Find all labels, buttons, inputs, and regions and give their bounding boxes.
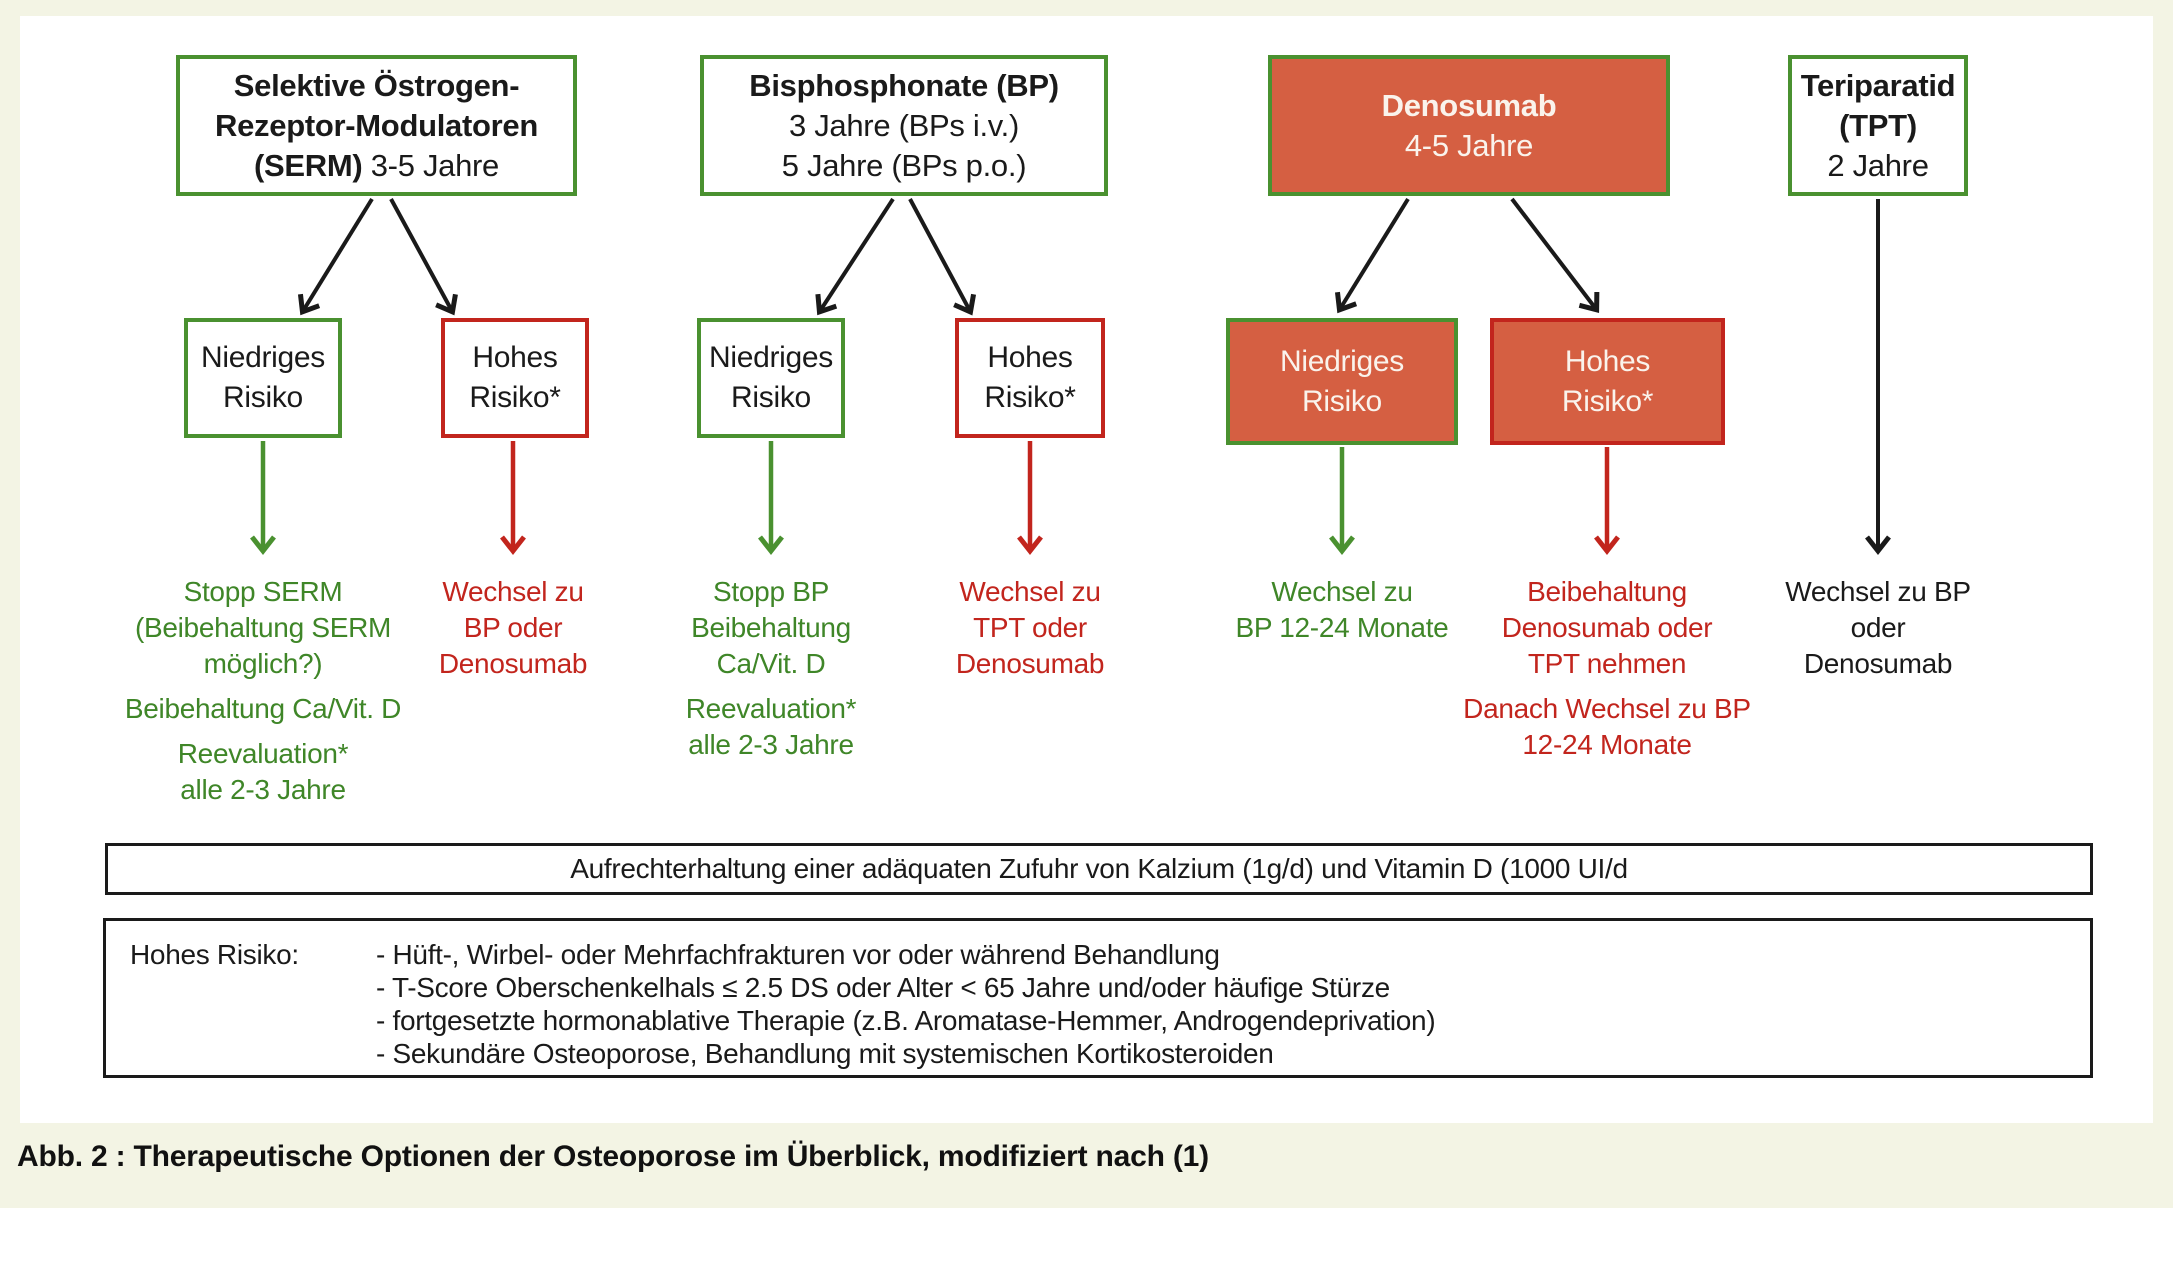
therapy-box-bisphosphonate-line2: 3 Jahre (BPs i.v.) xyxy=(788,107,1020,143)
outcome-paragraph: Wechsel zu BP oder Denosumab xyxy=(383,574,643,682)
outcome-paragraph: Beibehaltung Denosumab oder TPT nehmen xyxy=(1427,574,1787,682)
risk-definition-item: - Hüft-, Wirbel- oder Mehrfachfrakturen … xyxy=(376,939,1220,970)
maintenance-box: Aufrechterhaltung einer adäquaten Zufuhr… xyxy=(105,843,2093,895)
risk-box-denosumab-low: Niedriges Risiko xyxy=(1226,318,1458,445)
therapy-box-denosumab-line2: 4-5 Jahre xyxy=(1404,127,1534,163)
outcome-line: Danach Wechsel zu BP xyxy=(1463,693,1751,724)
outcome-line: TPT oder xyxy=(973,612,1087,643)
outcome-line: möglich?) xyxy=(203,648,323,679)
therapy-box-serm-duration: 3-5 Jahre xyxy=(362,147,500,183)
outcome-line: Beibehaltung xyxy=(691,612,851,643)
therapy-box-teriparatid-line1: Teriparatid xyxy=(1800,67,1956,103)
outcome-line: 12-24 Monate xyxy=(1522,729,1692,760)
outcome-line: Wechsel zu xyxy=(1271,576,1413,607)
therapy-box-serm-line3: (SERM) 3-5 Jahre xyxy=(254,146,499,186)
outcome-paragraph: Stopp SERM (Beibehaltung SERM möglich?) xyxy=(98,574,428,682)
outcome-serm-high: Wechsel zu BP oder Denosumab xyxy=(383,574,643,691)
risk-box-bp-high-line2: Risiko* xyxy=(984,381,1076,414)
therapy-box-bisphosphonate: Bisphosphonate (BP) 3 Jahre (BPs i.v.) 5… xyxy=(700,55,1108,196)
outcome-bp-low: Stopp BP Beibehaltung Ca/Vit. D Reevalua… xyxy=(641,574,901,772)
risk-box-bp-low-line2: Risiko xyxy=(731,381,811,414)
risk-definition-items: - Hüft-, Wirbel- oder Mehrfachfrakturen … xyxy=(376,938,1436,1070)
risk-definition-item: - T-Score Oberschenkelhals ≤ 2.5 DS oder… xyxy=(376,972,1390,1003)
risk-box-serm-high-line1: Hohes xyxy=(472,341,558,374)
outcome-line: Denosumab xyxy=(1803,648,1953,679)
outcome-line: Denosumab xyxy=(955,648,1105,679)
maintenance-text: Aufrechterhaltung einer adäquaten Zufuhr… xyxy=(570,853,1628,884)
outcome-paragraph: Wechsel zu BP oder Denosumab xyxy=(1738,574,2018,682)
risk-box-bp-high: Hohes Risiko* xyxy=(955,318,1105,438)
outcome-line: Wechsel zu BP xyxy=(1785,576,1971,607)
outcome-line: TPT nehmen xyxy=(1527,648,1687,679)
outcome-line: Reevaluation* xyxy=(685,693,857,724)
risk-definition-item: - fortgesetzte hormonablative Therapie (… xyxy=(376,1005,1436,1036)
outcome-line: BP oder xyxy=(463,612,563,643)
outcome-line: Denosumab oder xyxy=(1501,612,1713,643)
outcome-line: Beibehaltung xyxy=(1527,576,1687,607)
outcome-serm-low: Stopp SERM (Beibehaltung SERM möglich?) … xyxy=(98,574,428,817)
outcome-paragraph: Reevaluation* alle 2-3 Jahre xyxy=(98,736,428,808)
risk-definition-item: - Sekundäre Osteoporose, Behandlung mit … xyxy=(376,1038,1274,1069)
risk-box-serm-low-line2: Risiko xyxy=(223,381,303,414)
risk-box-denosumab-high: Hohes Risiko* xyxy=(1490,318,1725,445)
therapy-box-serm-line2: Rezeptor-Modulatoren xyxy=(215,107,538,143)
outcome-paragraph: Wechsel zu TPT oder Denosumab xyxy=(900,574,1160,682)
outcome-bp-high: Wechsel zu TPT oder Denosumab xyxy=(900,574,1160,691)
risk-box-serm-high: Hohes Risiko* xyxy=(441,318,589,438)
therapy-box-serm: Selektive Östrogen- Rezeptor-Modulatoren… xyxy=(176,55,577,196)
risk-definition-label: Hohes Risiko: xyxy=(130,939,299,970)
outcome-line: oder xyxy=(1850,612,1906,643)
risk-box-serm-low-line1: Niedriges xyxy=(200,341,326,374)
outcome-paragraph: Wechsel zu BP 12-24 Monate xyxy=(1177,574,1507,646)
therapy-box-teriparatid-line3: 2 Jahre xyxy=(1827,147,1929,183)
therapy-box-bisphosphonate-line1: Bisphosphonate (BP) xyxy=(749,67,1059,103)
outcome-line: alle 2-3 Jahre xyxy=(688,729,854,760)
outcome-line: Reevaluation* xyxy=(177,738,349,769)
outcome-paragraph: Beibehaltung Ca/Vit. D xyxy=(98,691,428,727)
outcome-paragraph: Reevaluation* alle 2-3 Jahre xyxy=(641,691,901,763)
risk-box-denosumab-low-line1: Niedriges xyxy=(1279,344,1405,378)
therapy-box-denosumab-line1: Denosumab xyxy=(1381,87,1557,123)
outcome-line: Beibehaltung Ca/Vit. D xyxy=(124,693,402,724)
outcome-line: Wechsel zu xyxy=(959,576,1101,607)
outcome-line: BP 12-24 Monate xyxy=(1235,612,1449,643)
outcome-line: Ca/Vit. D xyxy=(716,648,826,679)
outcome-line: Denosumab xyxy=(438,648,588,679)
risk-box-bp-low: Niedriges Risiko xyxy=(697,318,845,438)
risk-box-serm-low: Niedriges Risiko xyxy=(184,318,342,438)
outcome-line: (Beibehaltung SERM xyxy=(134,612,392,643)
therapy-box-serm-abbrev: (SERM) xyxy=(254,147,363,183)
outcome-line: Stopp BP xyxy=(713,576,829,607)
risk-box-denosumab-high-line1: Hohes xyxy=(1564,344,1651,378)
therapy-box-teriparatid-line2: (TPT) xyxy=(1839,107,1917,143)
risk-definition-box: Hohes Risiko: - Hüft-, Wirbel- oder Mehr… xyxy=(103,918,2093,1078)
therapy-box-denosumab: Denosumab 4-5 Jahre xyxy=(1268,55,1670,196)
risk-box-bp-low-line1: Niedriges xyxy=(708,341,834,374)
outcome-line: alle 2-3 Jahre xyxy=(180,774,346,805)
outcome-line: Wechsel zu xyxy=(442,576,584,607)
outcome-tpt: Wechsel zu BP oder Denosumab xyxy=(1738,574,2018,691)
outcome-paragraph: Stopp BP Beibehaltung Ca/Vit. D xyxy=(641,574,901,682)
therapy-box-teriparatid: Teriparatid (TPT) 2 Jahre xyxy=(1788,55,1968,196)
figure-caption: Abb. 2 : Therapeutische Optionen der Ost… xyxy=(17,1140,1209,1173)
therapy-box-bisphosphonate-line3: 5 Jahre (BPs p.o.) xyxy=(781,147,1027,183)
outcome-denosumab-low: Wechsel zu BP 12-24 Monate xyxy=(1177,574,1507,655)
outcome-paragraph: Danach Wechsel zu BP 12-24 Monate xyxy=(1427,691,1787,763)
risk-box-denosumab-high-line2: Risiko* xyxy=(1561,384,1654,418)
risk-box-bp-high-line1: Hohes xyxy=(987,341,1073,374)
outcome-line: Stopp SERM xyxy=(183,576,343,607)
therapy-box-serm-line1: Selektive Östrogen- xyxy=(233,67,520,103)
risk-box-serm-high-line2: Risiko* xyxy=(469,381,561,414)
outcome-denosumab-high: Beibehaltung Denosumab oder TPT nehmen D… xyxy=(1427,574,1787,772)
risk-box-denosumab-low-line2: Risiko xyxy=(1302,384,1382,418)
